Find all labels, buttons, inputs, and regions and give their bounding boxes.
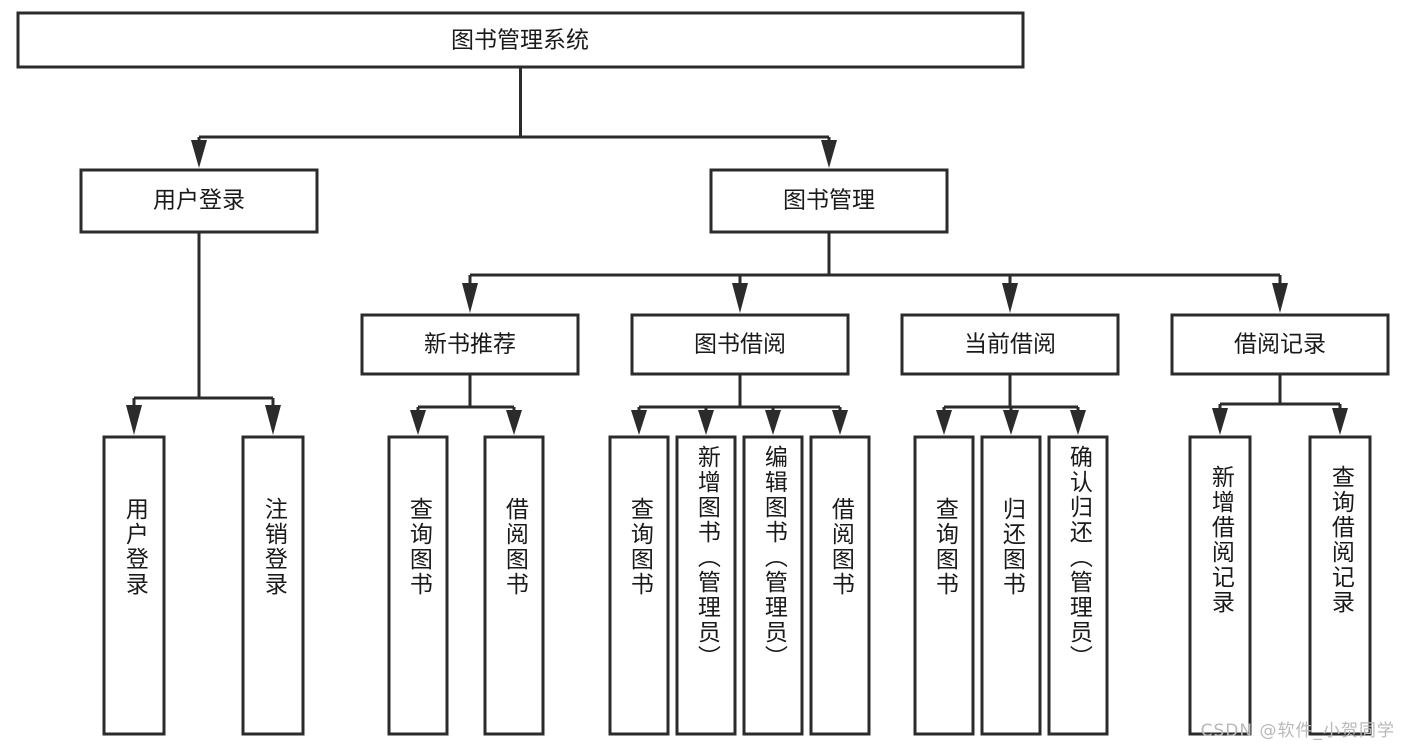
leaf-rect-bb-query-book[interactable] bbox=[608, 435, 670, 736]
leaf-rect-group bbox=[102, 435, 1372, 736]
node-root-rect[interactable] bbox=[16, 11, 1025, 69]
arrow-head-user-login bbox=[191, 140, 207, 168]
leaf-rect-br-query-record[interactable] bbox=[1308, 435, 1372, 736]
arrow-head-cb-query-book bbox=[936, 410, 952, 435]
arrow-head-new-book bbox=[462, 283, 478, 313]
leaf-rect-cb-confirm-return[interactable] bbox=[1047, 435, 1109, 736]
leaf-logout-label: 注销登录 bbox=[260, 497, 287, 597]
leaf-nb-borrow-book-label: 借阅图书 bbox=[501, 497, 528, 597]
leaf-bb-add-book[interactable]: 新增图书（管理员） bbox=[677, 437, 735, 734]
arrow-head-nb-query-book bbox=[410, 410, 426, 435]
leaf-br-query-record-label: 查询借阅记录 bbox=[1327, 465, 1354, 615]
arrow-head-bb-edit-book bbox=[765, 410, 781, 435]
edge-group-book-mgmt bbox=[462, 232, 1288, 313]
node-current-borrow-label: 当前借阅 bbox=[964, 332, 1056, 358]
node-user-login-label: 用户登录 bbox=[153, 188, 245, 214]
arrow-head-br-query-record bbox=[1332, 408, 1348, 435]
leaf-rect-nb-query-book[interactable] bbox=[387, 435, 449, 736]
leaf-nb-query-book-label: 查询图书 bbox=[405, 497, 432, 597]
node-user-login-rect[interactable] bbox=[79, 168, 319, 234]
leaf-rect-cb-query-book[interactable] bbox=[913, 435, 975, 736]
edge-group-current-borrow bbox=[936, 374, 1086, 435]
edge-group-user-login bbox=[126, 232, 281, 435]
leaf-rect-bb-add-book[interactable] bbox=[675, 435, 737, 736]
arrow-head-nb-borrow-book bbox=[506, 410, 522, 435]
leaf-br-query-record[interactable]: 查询借阅记录 bbox=[1310, 437, 1370, 734]
leaf-rect-nb-borrow-book[interactable] bbox=[483, 435, 545, 736]
node-user-login[interactable]: 用户登录 bbox=[79, 168, 319, 234]
csdn-watermark: CSDN @软件_小贺同学 bbox=[1200, 721, 1395, 741]
leaf-user-login[interactable]: 用户登录 bbox=[104, 437, 164, 734]
leaf-logout[interactable]: 注销登录 bbox=[243, 437, 303, 734]
leaf-bb-edit-book[interactable]: 编辑图书（管理员） bbox=[744, 437, 802, 734]
edge-group-book-borrow bbox=[631, 374, 848, 435]
leaf-bb-edit-book-label: 编辑图书（管理员） bbox=[760, 445, 787, 670]
leaf-nb-query-book[interactable]: 查询图书 bbox=[389, 437, 447, 734]
leaf-br-add-record[interactable]: 新增借阅记录 bbox=[1190, 437, 1250, 734]
arrow-head-br-add-record bbox=[1212, 408, 1228, 435]
leaf-cb-query-book[interactable]: 查询图书 bbox=[915, 437, 973, 734]
node-book-management-rect[interactable] bbox=[709, 168, 949, 234]
leaf-rect-bb-borrow-book[interactable] bbox=[809, 435, 871, 736]
node-borrow-record[interactable]: 借阅记录 bbox=[1170, 313, 1390, 376]
leaf-bb-add-book-label: 新增图书（管理员） bbox=[693, 445, 720, 670]
leaf-rect-br-add-record[interactable] bbox=[1188, 435, 1252, 736]
arrow-head-borrow-record bbox=[1272, 283, 1288, 313]
leaf-bb-query-book[interactable]: 查询图书 bbox=[610, 437, 668, 734]
leaf-cb-query-book-label: 查询图书 bbox=[931, 497, 958, 597]
edge-group-borrow-record bbox=[1212, 374, 1348, 435]
node-new-book-recommend-rect[interactable] bbox=[360, 313, 580, 376]
leaf-rect-logout[interactable] bbox=[241, 435, 305, 736]
leaf-rect-bb-edit-book[interactable] bbox=[742, 435, 804, 736]
edge-group-root bbox=[191, 67, 837, 168]
leaf-rect-user-login[interactable] bbox=[102, 435, 166, 736]
arrow-head-book-mgmt bbox=[821, 140, 837, 168]
leaf-nb-borrow-book[interactable]: 借阅图书 bbox=[485, 437, 543, 734]
arrow-head-bb-add-book bbox=[698, 410, 714, 435]
node-new-book-recommend[interactable]: 新书推荐 bbox=[360, 313, 580, 376]
arrow-head-current-borrow bbox=[1002, 283, 1018, 313]
node-root-label: 图书管理系统 bbox=[451, 28, 589, 54]
leaf-bb-borrow-book-label: 借阅图书 bbox=[827, 497, 854, 597]
leaf-user-login-label: 用户登录 bbox=[121, 497, 148, 597]
arrow-head-leaf-logout bbox=[265, 405, 281, 435]
node-current-borrow[interactable]: 当前借阅 bbox=[900, 313, 1120, 376]
leaf-cb-confirm-return[interactable]: 确认归还（管理员） bbox=[1049, 437, 1107, 734]
arrow-head-cb-return-book bbox=[1003, 410, 1019, 435]
node-book-borrow[interactable]: 图书借阅 bbox=[630, 313, 850, 376]
node-new-book-recommend-label: 新书推荐 bbox=[424, 332, 516, 358]
node-borrow-record-rect[interactable] bbox=[1170, 313, 1390, 376]
arrow-head-bb-query-book bbox=[631, 410, 647, 435]
node-book-management[interactable]: 图书管理 bbox=[709, 168, 949, 234]
node-book-borrow-label: 图书借阅 bbox=[694, 332, 786, 358]
arrow-head-bb-borrow-book bbox=[832, 410, 848, 435]
leaf-bb-query-book-label: 查询图书 bbox=[626, 497, 653, 597]
arrow-head-book-borrow bbox=[732, 283, 748, 313]
leaf-rect-cb-return-book[interactable] bbox=[980, 435, 1042, 736]
leaf-br-add-record-label: 新增借阅记录 bbox=[1207, 465, 1234, 615]
arrow-head-cb-confirm-return bbox=[1070, 410, 1086, 435]
leaf-cb-return-book[interactable]: 归还图书 bbox=[982, 437, 1040, 734]
leaf-bb-borrow-book[interactable]: 借阅图书 bbox=[811, 437, 869, 734]
node-borrow-record-label: 借阅记录 bbox=[1234, 332, 1326, 358]
leaf-cb-return-book-label: 归还图书 bbox=[998, 497, 1025, 597]
node-book-borrow-rect[interactable] bbox=[630, 313, 850, 376]
node-book-management-label: 图书管理 bbox=[783, 188, 875, 214]
arrow-head-leaf-user-login bbox=[126, 405, 142, 435]
node-root[interactable]: 图书管理系统 bbox=[16, 11, 1025, 69]
node-current-borrow-rect[interactable] bbox=[900, 313, 1120, 376]
edge-group-new-book bbox=[410, 374, 522, 435]
leaf-cb-confirm-return-label: 确认归还（管理员） bbox=[1065, 445, 1092, 670]
